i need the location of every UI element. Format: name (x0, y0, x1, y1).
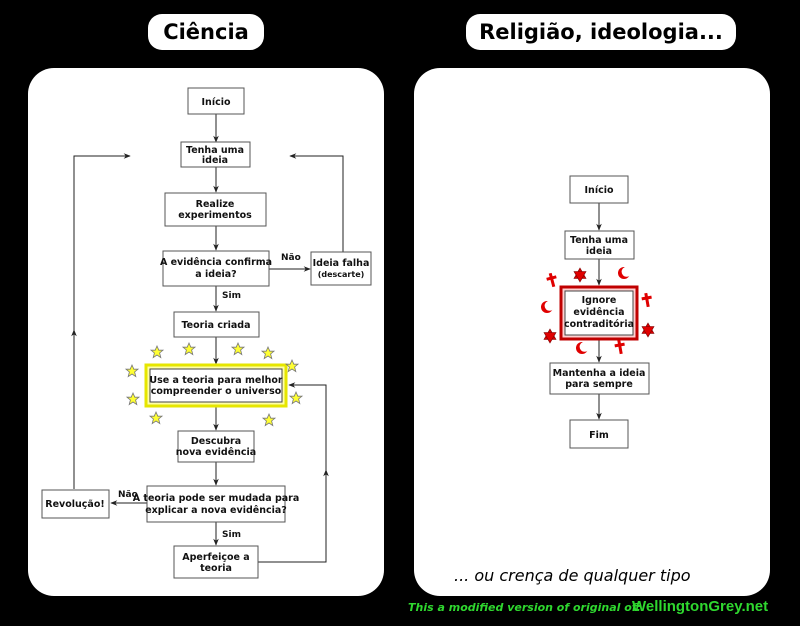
node-teoria-pode (146, 485, 286, 523)
religious-symbols (543, 267, 655, 344)
cross-icon (614, 339, 625, 355)
node-aperfeicoe (173, 545, 259, 579)
star-icon (261, 412, 277, 427)
node-revolucao (41, 489, 110, 519)
node-evidencia (162, 250, 270, 287)
footer-brand-link[interactable]: WellingtonGrey.net (632, 598, 769, 615)
node-teoria-criada (173, 311, 260, 338)
star-of-david-icon (543, 328, 557, 344)
node-r-ignore-label-3: contraditória (564, 319, 634, 330)
node-evid-label-2: a ideia? (195, 269, 236, 280)
node-r-fim (569, 419, 629, 449)
right-title: Religião, ideologia... (466, 14, 736, 50)
node-falha-label-2: (descarte) (318, 270, 365, 279)
star-of-david-icon (641, 322, 655, 338)
edge-label-nao-1: Não (281, 253, 301, 263)
node-r-mant-label-2: para sempre (565, 379, 633, 390)
crescent-icon (618, 266, 632, 279)
cross-icon (641, 292, 652, 308)
node-r-tenha-label-1: Tenha uma (570, 235, 628, 246)
node-falha-label-1: Ideia falha (313, 258, 370, 269)
node-ideia-falha (310, 251, 372, 286)
star-icon (288, 390, 304, 405)
node-r-tenha-ideia (564, 230, 635, 260)
star-icon (260, 345, 276, 360)
star-icon (148, 410, 164, 425)
node-evid-label-1: A evidência confirma (160, 257, 272, 268)
edge-label-sim-2: Sim (222, 530, 241, 540)
node-r-inicio (569, 175, 629, 204)
star-icon (230, 341, 246, 356)
star-icon (181, 341, 197, 356)
node-r-mant-label-1: Mantenha a ideia (553, 368, 646, 379)
node-inicio (187, 87, 245, 115)
node-tenha-label-1: Tenha uma (186, 145, 244, 156)
node-aperf-label-1: Aperfeiçoe a (182, 552, 249, 563)
crescent-symbols (541, 266, 632, 354)
node-tenha-label-2: ideia (202, 155, 228, 166)
left-title: Ciência (148, 14, 264, 50)
star-of-david-icon (573, 267, 587, 283)
node-use-label-1: Use a teoria para melhor (149, 375, 283, 386)
node-tenha-ideia (180, 141, 251, 168)
cross-icon (546, 272, 557, 288)
star-decorations (124, 341, 304, 427)
node-realize-label-1: Realize (196, 199, 235, 210)
node-r-inicio-label: Início (585, 185, 614, 196)
crescent-icon (576, 341, 590, 354)
cross-symbols (546, 272, 652, 355)
node-aperf-label-2: teoria (200, 563, 232, 574)
star-icon (149, 344, 165, 359)
node-inicio-label: Início (202, 97, 231, 108)
religion-caption: ... ou crença de qualquer tipo (454, 566, 691, 585)
star-icon (125, 391, 141, 406)
node-descubra-label-2: nova evidência (176, 447, 256, 458)
star-icon (284, 358, 300, 373)
node-realize-label-2: experimentos (178, 210, 252, 221)
node-r-fim-label: Fim (589, 430, 609, 441)
edge-label-nao-2: Não (118, 490, 138, 500)
node-realize (164, 192, 267, 227)
node-descubra-label-1: Descubra (191, 436, 241, 447)
node-teoria-label: Teoria criada (181, 320, 250, 331)
node-r-tenha-label-2: ideia (586, 246, 612, 257)
node-r-ignore-label-1: Ignore (582, 295, 617, 306)
crescent-icon (541, 300, 555, 313)
node-use-label-2: compreender o universo (151, 386, 282, 397)
node-pode-label-1: A teoria pode ser mudada para (133, 493, 300, 504)
edge-label-sim-1: Sim (222, 291, 241, 301)
node-descubra (177, 430, 255, 463)
node-r-mantenha (549, 362, 650, 395)
node-pode-label-2: explicar a nova evidência? (145, 505, 287, 516)
star-icon (124, 363, 140, 378)
node-r-ignore-label-2: evidência (573, 307, 624, 318)
footer-credit: This a modified version of original of: (408, 601, 641, 614)
node-revolucao-label: Revolução! (45, 499, 104, 510)
